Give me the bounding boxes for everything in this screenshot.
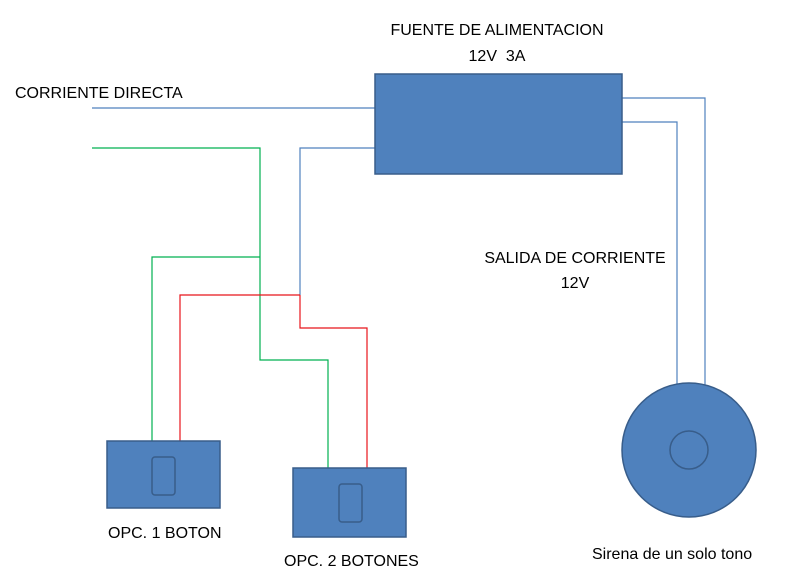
wire-output-outer <box>622 97 706 385</box>
direct-current-label: CORRIENTE DIRECTA <box>15 85 183 102</box>
option2-label: OPC. 2 BOTONES <box>284 553 419 570</box>
current-output-title: SALIDA DE CORRIENTE <box>484 250 666 267</box>
option1-label: OPC. 1 BOTON <box>108 525 222 542</box>
switch-option1-toggle <box>151 456 176 496</box>
power-supply-rating: 12V 3A <box>468 48 526 65</box>
wire-red-option2 <box>299 295 368 468</box>
wire-supply-to-red-branch <box>299 147 375 295</box>
wire-green-option1 <box>151 256 260 441</box>
wire-output-inner <box>622 121 678 385</box>
siren-label: Sirena de un solo tono <box>592 546 753 563</box>
switch-option2-toggle <box>338 483 363 523</box>
wire-red-option1 <box>179 294 300 441</box>
power-supply-title: FUENTE DE ALIMENTACION <box>390 22 604 39</box>
wire-green-main <box>92 147 329 468</box>
power-supply-box <box>374 73 623 175</box>
siren-center <box>669 430 709 470</box>
current-output-voltage: 12V <box>560 275 590 292</box>
